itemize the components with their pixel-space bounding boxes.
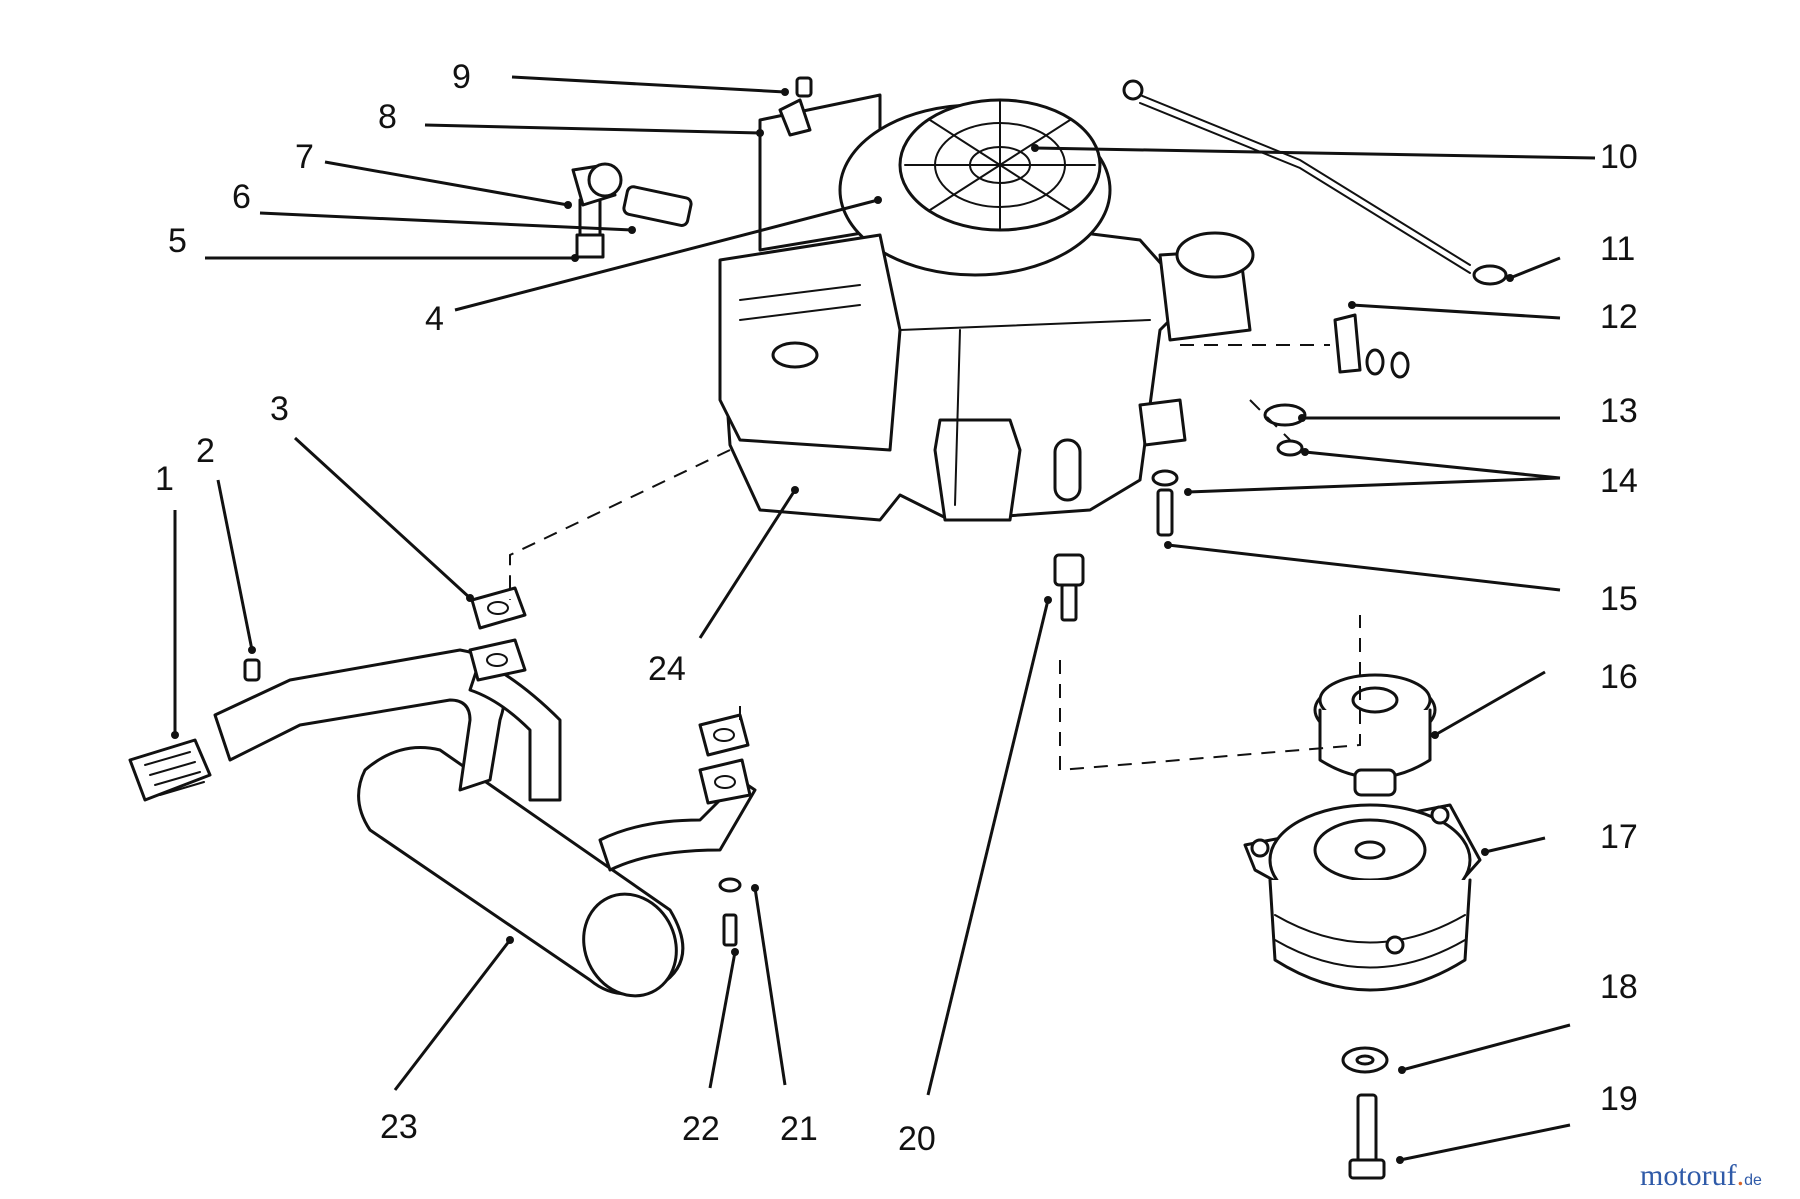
muffler: [213, 648, 757, 998]
callout-10: 10: [1600, 138, 1638, 176]
callout-20: 20: [898, 1120, 936, 1158]
callout-14: 14: [1600, 462, 1638, 500]
callout-5: 5: [168, 222, 187, 260]
callout-11: 11: [1600, 230, 1635, 268]
callout-2: 2: [196, 432, 215, 470]
watermark-brand: motoruf: [1640, 1159, 1737, 1192]
callout-7: 7: [295, 138, 314, 176]
callout-9: 9: [452, 58, 471, 96]
callout-6: 6: [232, 178, 251, 216]
callout-23: 23: [380, 1108, 418, 1146]
callout-16: 16: [1600, 658, 1638, 696]
watermark-suffix: de: [1744, 1172, 1762, 1189]
exhaust-hardware: [243, 658, 742, 947]
callout-24: 24: [648, 650, 686, 688]
exhaust-gaskets: [468, 586, 752, 805]
callout-1: 1: [155, 460, 174, 498]
callout-22: 22: [682, 1110, 720, 1148]
callout-21: 21: [780, 1110, 818, 1148]
electric-clutch: [1243, 803, 1482, 992]
callout-19: 19: [1600, 1080, 1638, 1118]
assembly-lines: [509, 344, 1361, 772]
watermark-logo: motoruf.de: [1640, 1159, 1762, 1192]
clutch-bolt: [1348, 1093, 1386, 1180]
callout-numbers: 1 2 3 4 5 6 7 8 9 10 11 12 13 14 15 16 1…: [155, 58, 1638, 1158]
watermark-accent: .: [1737, 1159, 1745, 1192]
ground-wire: [1122, 79, 1508, 286]
pulley: [1313, 673, 1437, 797]
fuel-pump-fittings: [1138, 313, 1410, 537]
callout-4: 4: [425, 300, 444, 338]
callout-15: 15: [1600, 580, 1638, 618]
callout-8: 8: [378, 98, 397, 136]
callout-3: 3: [270, 390, 289, 428]
callout-13: 13: [1600, 392, 1638, 430]
leader-lines: [171, 75, 1596, 1164]
callout-12: 12: [1600, 298, 1638, 336]
callout-17: 17: [1600, 818, 1638, 856]
callout-18: 18: [1600, 968, 1638, 1006]
spark-arrestor-screen: [128, 738, 212, 802]
spark-plug: [1053, 553, 1085, 622]
svg-text:motoruf.de: motoruf.de: [1640, 1159, 1762, 1192]
clutch-washer: [1341, 1046, 1389, 1074]
engine-assembly: [718, 93, 1255, 522]
fuel-fittings: [571, 76, 813, 259]
